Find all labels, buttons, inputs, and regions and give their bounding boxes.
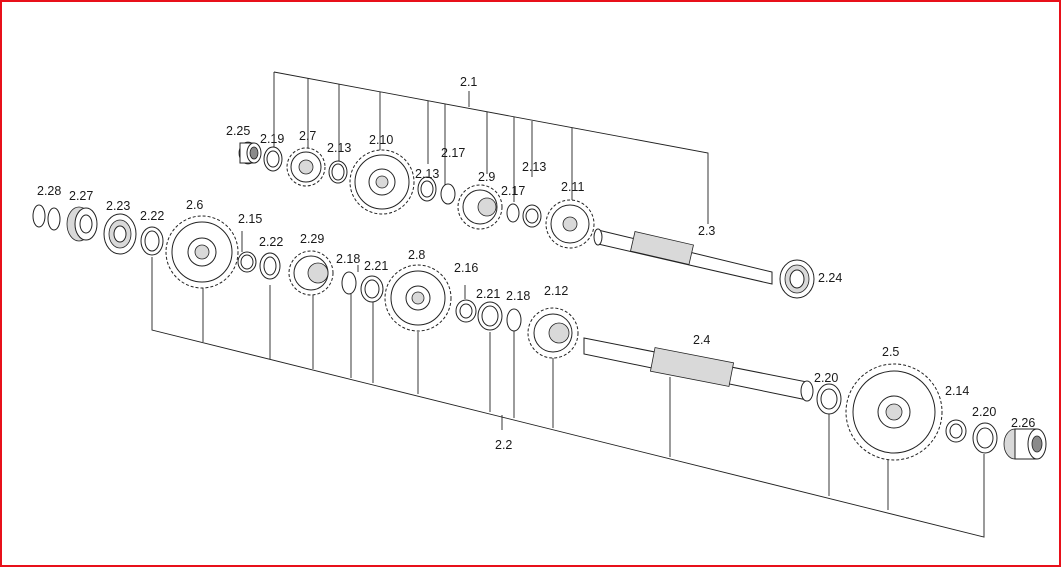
label-2-13-c: 2.13 [522,160,546,174]
part-2-4-output-shaft [583,337,814,402]
label-2-13-a: 2.13 [327,141,351,155]
label-2-3: 2.3 [698,224,715,238]
label-2-27: 2.27 [69,189,93,203]
part-2-10-large-gear [349,149,415,215]
part-2-17-circlip-b [506,203,520,223]
label-2-22-b: 2.22 [259,235,283,249]
label-2-21-b: 2.21 [476,287,500,301]
part-2-15-ring [237,251,257,273]
part-2-21-ring-b [477,301,503,331]
part-2-3-input-shaft [593,228,773,285]
part-2-6-gear [165,215,239,289]
label-2-2: 2.2 [495,438,512,452]
part-2-22-ring-a [140,226,164,256]
label-2-20-a: 2.20 [814,371,838,385]
part-2-20-ring-b [972,422,998,454]
part-2-26-needle-bearing [1003,428,1047,460]
label-2-8: 2.8 [408,248,425,262]
part-labels: 2.1 2.25 2.19 2.7 2.13 2.10 2.13 2.17 2.… [37,75,1035,452]
label-2-12: 2.12 [544,284,568,298]
part-2-9-gear [457,184,503,230]
label-2-26: 2.26 [1011,416,1035,430]
label-2-21-a: 2.21 [364,259,388,273]
label-2-9: 2.9 [478,170,495,184]
part-2-8-gear [384,264,452,332]
label-2-5: 2.5 [882,345,899,359]
part-2-13-ring-a [328,160,348,184]
label-2-14: 2.14 [945,384,969,398]
part-2-23-bearing [103,213,137,255]
label-2-17-a: 2.17 [441,146,465,160]
part-2-11-gear [545,199,595,249]
part-2-18-circlip-a [341,271,357,295]
part-2-22-ring-b [259,252,281,280]
label-2-11: 2.11 [561,180,584,194]
part-2-18-circlip-b [506,308,522,332]
assembly-2-2-leader-lines [151,231,985,538]
part-2-28-circlips [32,204,61,231]
part-2-24-bearing [779,259,815,299]
label-2-24: 2.24 [818,271,842,285]
label-2-28: 2.28 [37,184,61,198]
part-2-20-ring-a [816,383,842,415]
part-2-13-ring-c [522,204,542,228]
part-2-21-ring-a [360,275,384,303]
label-2-23: 2.23 [106,199,130,213]
part-2-14-ring [945,419,967,443]
part-2-12-gear [527,307,579,359]
label-2-22-a: 2.22 [140,209,164,223]
label-2-7: 2.7 [299,129,316,143]
label-2-6: 2.6 [186,198,203,212]
label-2-19: 2.19 [260,132,284,146]
label-2-29: 2.29 [300,232,324,246]
label-2-10: 2.10 [369,133,393,147]
assembly-2-1-leader-lines [273,71,709,224]
label-2-25: 2.25 [226,124,250,138]
part-2-7-small-gear [286,147,326,187]
part-2-17-circlip-a [440,183,456,205]
label-2-13-b: 2.13 [415,167,439,181]
label-2-18-a: 2.18 [336,252,360,266]
label-2-1: 2.1 [460,75,477,89]
part-2-16-ring [455,299,477,323]
part-2-5-large-gear [845,363,943,461]
label-2-16: 2.16 [454,261,478,275]
label-2-4: 2.4 [693,333,710,347]
part-2-25-needle-bearing [238,141,262,165]
part-2-19-ring [263,146,283,172]
label-2-18-b: 2.18 [506,289,530,303]
part-2-27-seal [66,206,98,242]
part-2-29-gear [288,250,334,296]
part-2-13-ring-b [417,176,437,202]
label-2-15: 2.15 [238,212,262,226]
label-2-17-b: 2.17 [501,184,525,198]
label-2-20-b: 2.20 [972,405,996,419]
